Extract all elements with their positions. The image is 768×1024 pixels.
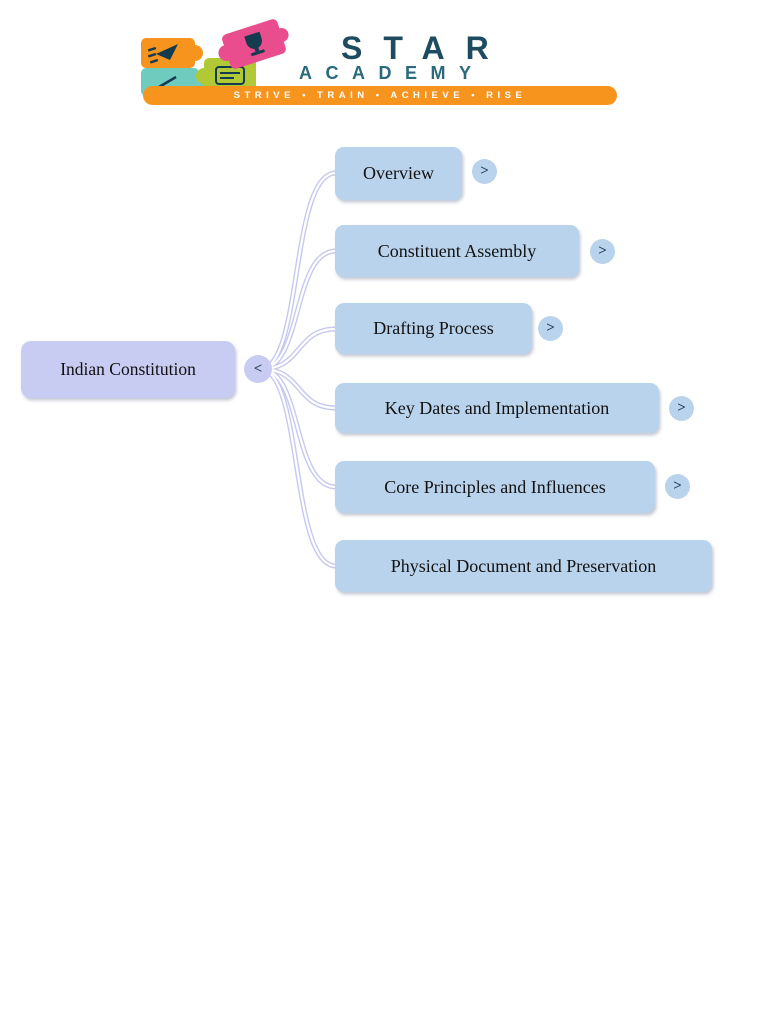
expand-button-core-principles[interactable]: >: [665, 474, 690, 499]
expand-button-constituent-assembly[interactable]: >: [590, 239, 615, 264]
mindmap-node-core-principles[interactable]: Core Principles and Influences: [335, 461, 655, 513]
node-label: Constituent Assembly: [377, 240, 537, 261]
node-label: Drafting Process: [373, 318, 494, 338]
expand-button-key-dates[interactable]: >: [669, 396, 694, 421]
expand-button-overview[interactable]: >: [472, 159, 497, 184]
mindmap-node-physical-document[interactable]: Physical Document and Preservation: [335, 540, 712, 592]
node-label: Physical Document and Preservation: [390, 555, 657, 576]
mindmap-node-overview[interactable]: Overview: [335, 147, 462, 200]
puzzle-piece-pink: [218, 19, 289, 69]
mindmap-node-key-dates[interactable]: Key Dates and Implementation: [335, 383, 659, 433]
mindmap-node-drafting-process[interactable]: Drafting Process: [335, 303, 532, 354]
node-label: Key Dates and Implementation: [384, 397, 610, 418]
logo-title: STAR: [341, 30, 510, 66]
puzzle-piece-lime: [196, 58, 256, 94]
node-label: Core Principles and Influences: [384, 476, 606, 497]
logo-header: STAR ACADEMY STRIVE • TRAIN • ACHIEVE • …: [0, 0, 768, 120]
mindmap-node-constituent-assembly[interactable]: Constituent Assembly: [335, 225, 579, 277]
logo-tagline: STRIVE • TRAIN • ACHIEVE • RISE: [233, 90, 527, 101]
logo-subtitle: ACADEMY: [299, 63, 485, 83]
logo-tagline-banner: STRIVE • TRAIN • ACHIEVE • RISE: [143, 86, 617, 105]
certificate-icon: [215, 66, 245, 85]
root-node-label: Indian Constitution: [60, 359, 196, 379]
trophy-icon: [244, 31, 265, 57]
rocket-icon: [147, 44, 178, 64]
node-label: Overview: [363, 163, 434, 183]
expand-button-drafting-process[interactable]: >: [538, 316, 563, 341]
collapse-button-root[interactable]: <: [244, 355, 272, 383]
mindmap-root-node[interactable]: Indian Constitution: [21, 341, 235, 398]
puzzle-piece-orange: [141, 38, 203, 68]
